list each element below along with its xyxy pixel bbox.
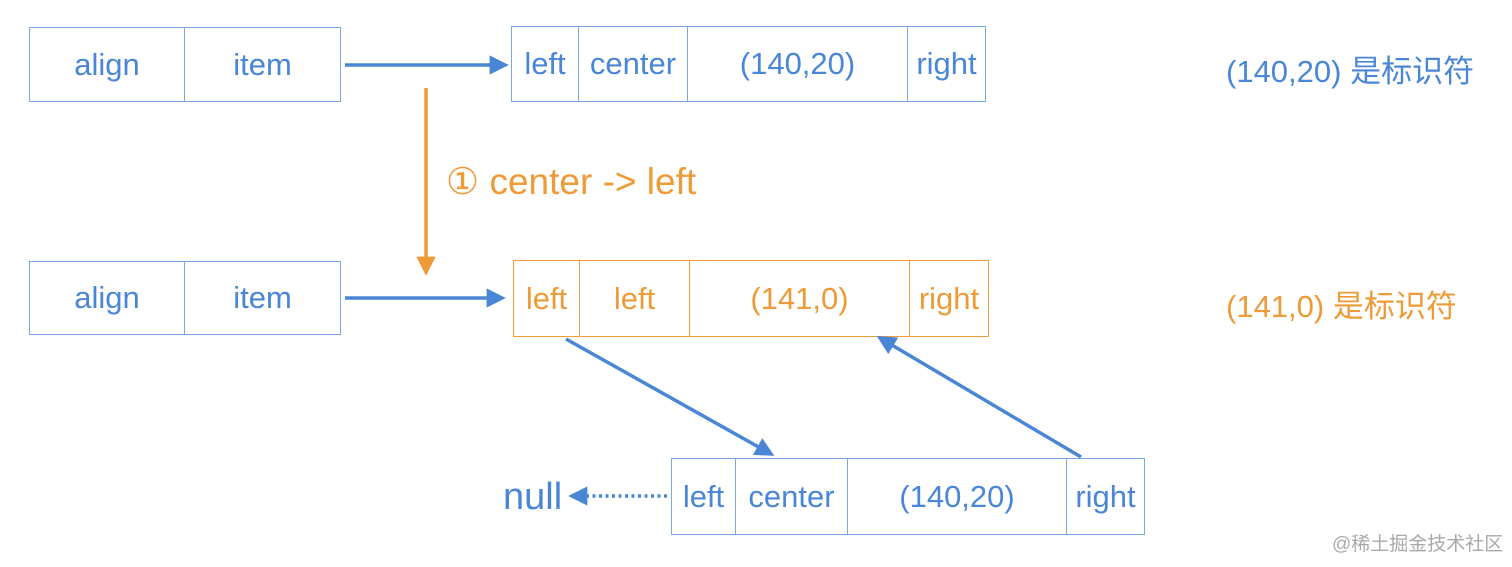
watermark: @稀土掘金技术社区: [1332, 534, 1504, 555]
parent-back-arrow: [876, 336, 1082, 459]
row1-node-box: left center (140,20) right: [511, 26, 986, 102]
row3-node-right: right: [1067, 458, 1145, 535]
row2-node-box: left left (141,0) right: [513, 260, 989, 337]
row2-node-value: (141,0): [690, 260, 910, 337]
row1-node-center: center: [579, 26, 688, 102]
row3-node-value: (140,20): [848, 458, 1067, 535]
row2-node-left-updated: left: [580, 260, 690, 337]
row1-key-item: item: [185, 27, 341, 102]
row2-node-right: right: [910, 260, 989, 337]
row2-note: (141,0) 是标识符: [1226, 289, 1457, 324]
row2-key-box: align item: [29, 261, 341, 335]
row3-node-left: left: [671, 458, 736, 535]
row1-node-left: left: [511, 26, 579, 102]
row1-node-value: (140,20): [688, 26, 908, 102]
left-child-arrow: [565, 337, 775, 456]
row1-key-align: align: [29, 27, 185, 102]
null-label: null: [503, 476, 563, 518]
row2-key-item: item: [185, 261, 341, 335]
row1-key-box: align item: [29, 27, 341, 102]
row1-node-right: right: [908, 26, 986, 102]
step-label: ① center -> left: [446, 161, 697, 202]
row3-node-center: center: [736, 458, 848, 535]
row1-note: (140,20) 是标识符: [1226, 54, 1475, 89]
row3-node-box: left center (140,20) right: [671, 458, 1145, 535]
row2-node-left: left: [513, 260, 580, 337]
row2-key-align: align: [29, 261, 185, 335]
